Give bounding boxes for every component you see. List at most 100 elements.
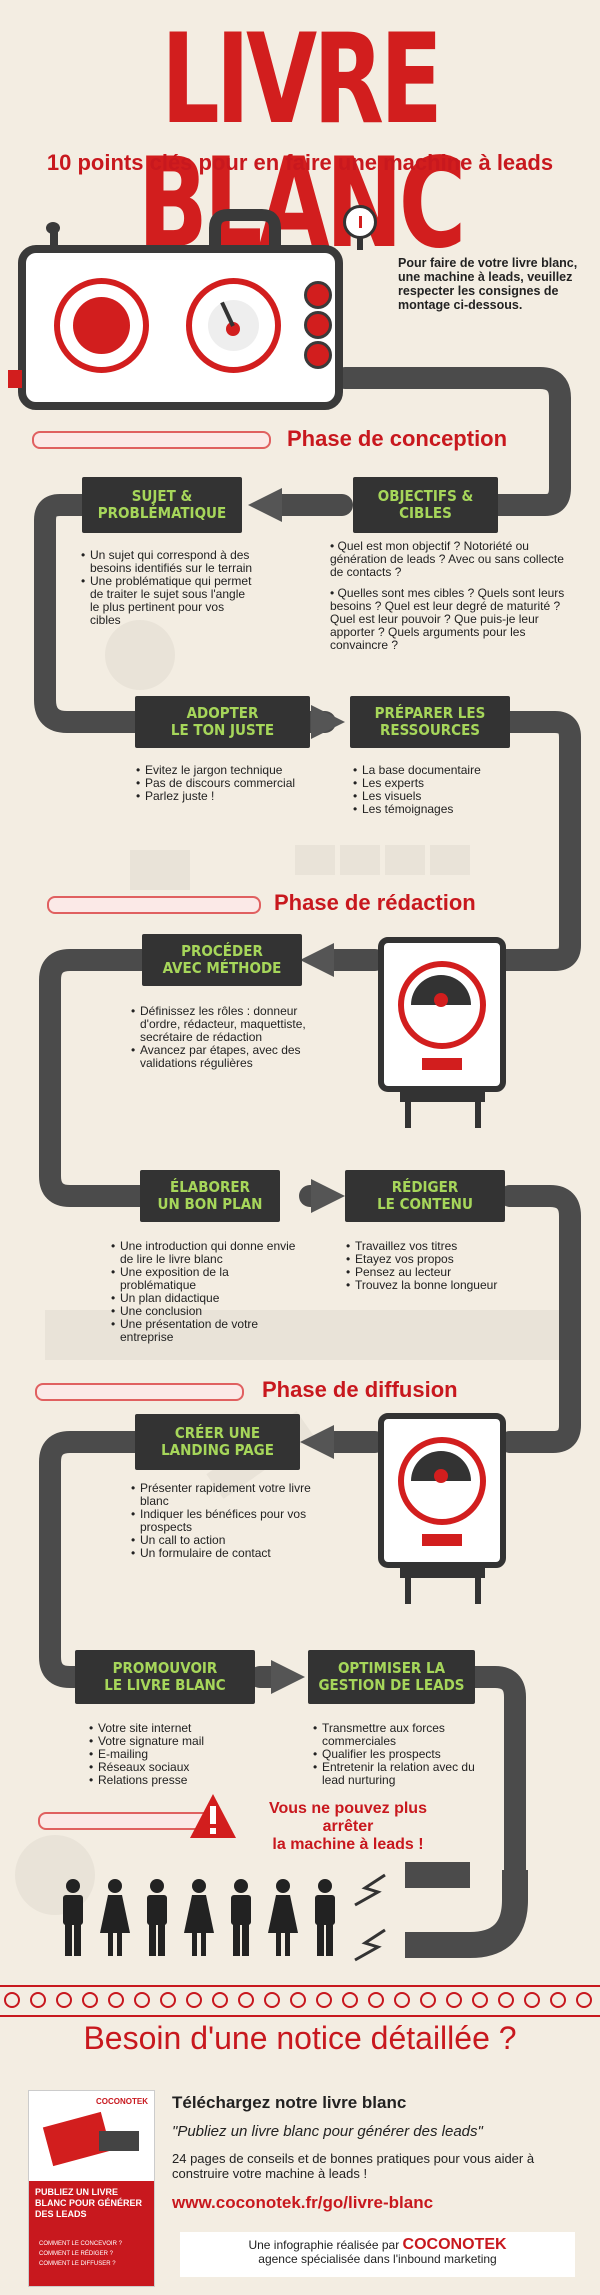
- step-contenu-list: Travaillez vos titres Etayez vos propos …: [345, 1240, 545, 1293]
- list-item: Une présentation de votre entreprise: [111, 1318, 300, 1344]
- book-cover-image[interactable]: COCONOTEK PUBLIEZ UN LIVRE BLANC POUR GÉ…: [28, 2090, 155, 2287]
- credit-suffix: agence spécialisée dans l'inbound market…: [258, 2252, 497, 2266]
- step-objectifs-p1: • Quel est mon objectif ? Notoriété ou g…: [330, 539, 564, 579]
- intro-text: Pour faire de votre livre blanc, une mac…: [398, 256, 578, 312]
- step-optimiser-line1: OPTIMISER LA: [337, 1659, 446, 1677]
- step-optimiser-list: Transmettre aux forces commerciales Qual…: [312, 1722, 492, 1787]
- download-link[interactable]: www.coconotek.fr/go/livre-blanc: [172, 2193, 434, 2212]
- step-contenu-line2: LE CONTENU: [377, 1195, 473, 1213]
- footer-headline: Besoin d'une notice détaillée ?: [83, 2020, 517, 2056]
- download-title: Téléchargez notre livre blanc: [172, 2093, 407, 2112]
- list-item: Une introduction qui donne envie de lire…: [111, 1240, 300, 1266]
- pressure-gauge-icon: [343, 205, 377, 239]
- warning-line1: Vous ne pouvez plus arrêter: [269, 1800, 427, 1835]
- machine-button-3: [304, 341, 332, 369]
- machine-button-1: [304, 281, 332, 309]
- list-item: Evitez le jargon technique: [136, 764, 335, 778]
- machine-diffusion: [378, 1413, 506, 1568]
- list-item: Etayez vos propos: [346, 1253, 545, 1267]
- list-item: Un formulaire de contact: [131, 1547, 320, 1561]
- list-item: E-mailing: [89, 1748, 268, 1762]
- warning-line2: la machine à leads !: [272, 1836, 424, 1853]
- step-methode-line2: AVEC MÉTHODE: [162, 959, 282, 977]
- list-item: Relations presse: [89, 1774, 268, 1788]
- list-item: Un sujet qui correspond à des besoins id…: [81, 549, 255, 575]
- phase-redaction-heading: Phase de rédaction: [274, 890, 476, 915]
- list-item: Un call to action: [131, 1534, 320, 1548]
- list-item: Les témoignages: [353, 803, 552, 817]
- list-item: Les experts: [353, 777, 552, 791]
- step-methode-list: Définissez les rôles : donneur d'ordre, …: [130, 1005, 330, 1070]
- step-objectifs-line1: OBJECTIFS &: [377, 487, 474, 505]
- step-landing-line1: CRÉER UNE: [174, 1424, 261, 1442]
- book-cover-item: COMMENT LE CONCEVOIR ?: [39, 2241, 122, 2247]
- machine-dial-left: [54, 278, 149, 373]
- list-item: Entretenir la relation avec du lead nurt…: [313, 1761, 492, 1787]
- step-ressources-list: La base documentaire Les experts Les vis…: [352, 764, 552, 817]
- machine-redaction: [378, 937, 506, 1092]
- step-ton-line1: ADOPTER: [186, 704, 259, 722]
- credit-prefix: Une infographie réalisée par: [248, 2238, 400, 2252]
- step-objectifs-line2: CIBLES: [399, 504, 452, 522]
- people-icons: [63, 1879, 335, 1956]
- step-objectifs-text: • Quel est mon objectif ? Notoriété ou g…: [330, 540, 580, 660]
- step-sujet-line2: PROBLÉMATIQUE: [97, 504, 227, 522]
- step-sujet-box: SUJET &PROBLÉMATIQUE: [82, 477, 242, 533]
- book-cover-title: PUBLIEZ UN LIVRE BLANC POUR GÉNÉRER DES …: [35, 2187, 143, 2219]
- machine-main: [18, 245, 343, 410]
- list-item: Pensez au lecteur: [346, 1266, 545, 1280]
- step-ressources-line2: RESSOURCES: [379, 721, 481, 739]
- step-plan-list: Une introduction qui donne envie de lire…: [110, 1240, 300, 1344]
- list-item: Définissez les rôles : donneur d'ordre, …: [131, 1005, 330, 1044]
- step-ton-line2: LE TON JUSTE: [170, 721, 275, 739]
- page-subtitle: 10 points clés pour en faire une machine…: [46, 150, 554, 175]
- machine-gauge: [186, 278, 281, 373]
- step-plan-line1: ÉLABORER: [169, 1178, 250, 1196]
- phase-diffusion-heading: Phase de diffusion: [262, 1377, 458, 1402]
- book-cover-item: COMMENT LE DIFFUSER ?: [39, 2261, 116, 2267]
- list-item: Trouvez la bonne longueur: [346, 1279, 545, 1293]
- list-item: Une problématique qui permet de traiter …: [81, 575, 255, 627]
- phase-conception-heading: Phase de conception: [287, 426, 508, 451]
- list-item: Parlez juste !: [136, 790, 335, 804]
- machine-button-2: [304, 311, 332, 339]
- list-item: La base documentaire: [353, 764, 552, 778]
- book-cover-item: COMMENT LE RÉDIGER ?: [39, 2251, 113, 2257]
- list-item: Pas de discours commercial: [136, 777, 335, 791]
- brand-logo[interactable]: COCONOTEK: [402, 2236, 507, 2253]
- list-item: Qualifier les prospects: [313, 1748, 492, 1762]
- book-quote: "Publiez un livre blanc pour générer des…: [172, 2123, 483, 2140]
- list-item: Indiquer les bénéfices pour vos prospect…: [131, 1508, 320, 1534]
- machine-plug: [8, 370, 22, 388]
- step-promouvoir-line2: LE LIVRE BLANC: [104, 1676, 226, 1694]
- list-item: Travaillez vos titres: [346, 1240, 545, 1254]
- list-item: Votre site internet: [89, 1722, 268, 1736]
- step-objectifs-box: OBJECTIFS &CIBLES: [353, 477, 498, 533]
- list-item: Transmettre aux forces commerciales: [313, 1722, 492, 1748]
- step-objectifs-p2: • Quelles sont mes cibles ? Quels sont l…: [330, 586, 565, 652]
- step-methode-line1: PROCÉDER: [181, 942, 263, 960]
- step-contenu-line1: RÉDIGER: [391, 1178, 459, 1196]
- list-item: Une exposition de la problématique: [111, 1266, 300, 1292]
- book-cover-brand: COCONOTEK: [96, 2097, 148, 2106]
- book-description: 24 pages de conseils et de bonnes pratiq…: [172, 2151, 535, 2181]
- step-sujet-list: Un sujet qui correspond à des besoins id…: [80, 549, 255, 627]
- list-item: Réseaux sociaux: [89, 1761, 268, 1775]
- step-optimiser-line2: GESTION DE LEADS: [318, 1676, 465, 1694]
- warning-text: Vous ne pouvez plus arrêter la machine à…: [243, 1800, 453, 1854]
- list-item: Avancez par étapes, avec des validations…: [131, 1044, 330, 1070]
- step-promouvoir-list: Votre site internet Votre signature mail…: [88, 1722, 268, 1788]
- step-ton-list: Evitez le jargon technique Pas de discou…: [135, 764, 335, 804]
- list-item: Présenter rapidement votre livre blanc: [131, 1482, 320, 1508]
- step-ressources-line1: PRÉPARER LES: [374, 704, 486, 722]
- ruler-conception: [32, 431, 271, 449]
- ruler-diffusion: [35, 1383, 244, 1401]
